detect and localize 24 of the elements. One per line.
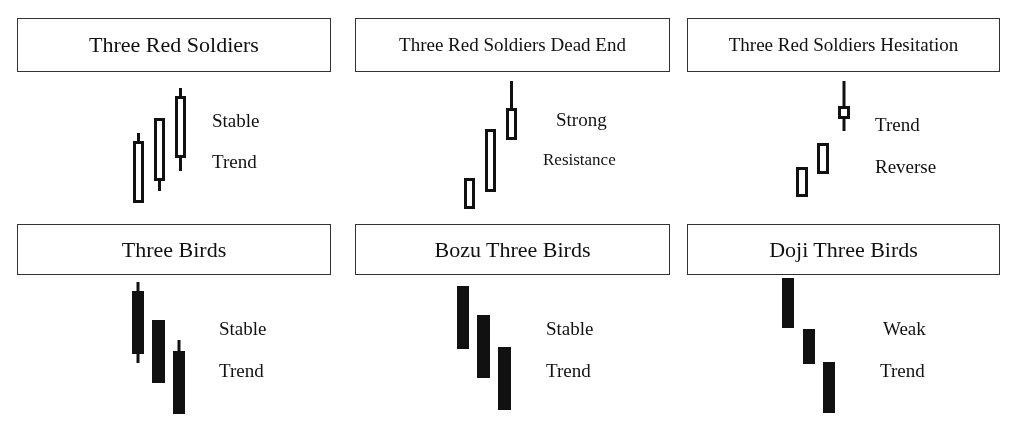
pattern-title: Bozu Three Birds	[434, 236, 591, 263]
title-box	[355, 18, 670, 72]
signal-label: Reverse	[875, 157, 937, 176]
signal-label: Trend	[880, 361, 925, 380]
signal-label: Stable	[546, 319, 594, 338]
signal-label: Stable	[212, 111, 260, 130]
signal-label: Stable	[219, 319, 267, 338]
signal-label: Resistance	[543, 151, 616, 168]
title-box	[687, 18, 1000, 72]
title-box	[17, 18, 331, 72]
signal-label: Trend	[219, 361, 264, 380]
pattern-title: Doji Three Birds	[769, 236, 918, 263]
pattern-title: Three Red Soldiers Hesitation	[728, 34, 959, 56]
title-box	[355, 224, 670, 275]
title-box	[687, 224, 1000, 275]
title-box	[17, 224, 331, 275]
pattern-title: Three Birds	[121, 236, 227, 263]
signal-label: Strong	[556, 110, 607, 129]
signal-label: Trend	[212, 152, 257, 171]
signal-label: Weak	[883, 319, 926, 338]
signal-label: Trend	[546, 361, 591, 380]
pattern-title: Three Red Soldiers	[89, 32, 259, 58]
signal-label: Trend	[875, 115, 920, 134]
pattern-title: Three Red Soldiers Dead End	[399, 34, 626, 56]
